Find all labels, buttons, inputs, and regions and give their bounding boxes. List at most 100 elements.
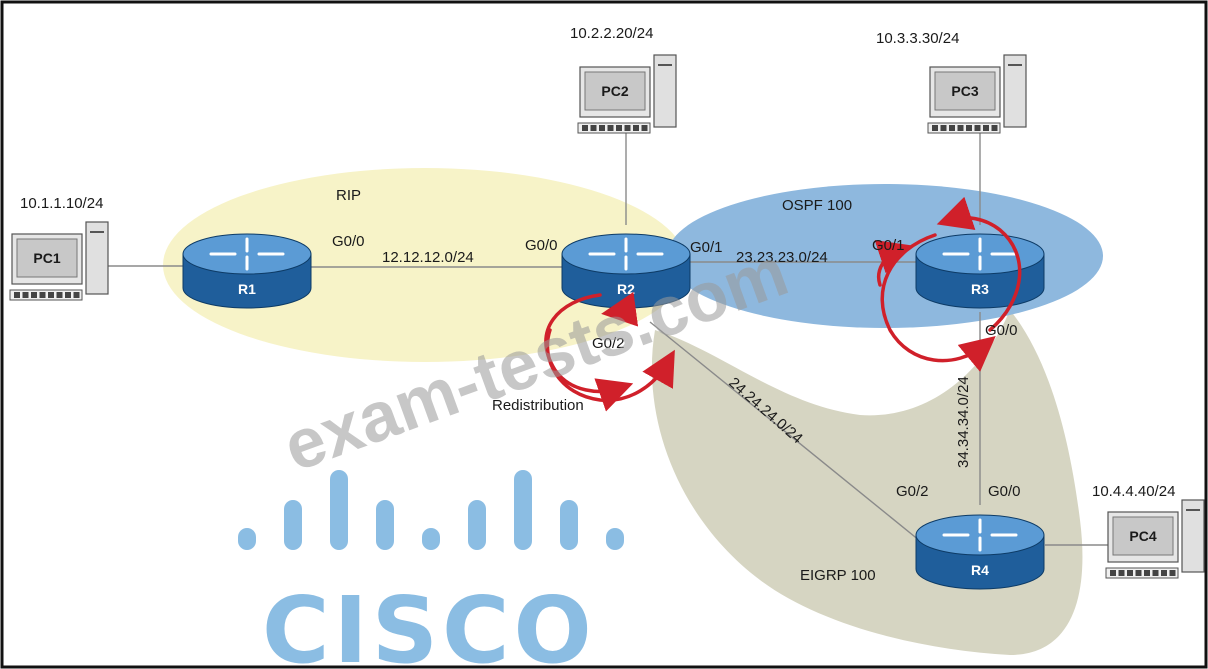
r2-g00-label: G0/0 — [525, 237, 558, 254]
cisco-bar — [376, 500, 394, 550]
pc-key — [65, 292, 71, 298]
pc-key — [641, 125, 648, 131]
link-r2-r4 — [649, 321, 926, 546]
subnet-r2-r3-label: 23.23.23.0/24 — [736, 249, 828, 266]
pc-key — [991, 125, 998, 131]
router-r1: R1 — [182, 233, 312, 309]
subnet-r3-r4-label: 34.34.34.0/24 — [955, 376, 972, 468]
subnet-r1-r2-label: 12.12.12.0/24 — [382, 249, 474, 266]
router-top — [561, 233, 691, 275]
r2-redistribution-arrow-lower — [545, 328, 675, 403]
pc-key — [1152, 570, 1159, 576]
pc-key — [957, 125, 964, 131]
pc-key — [616, 125, 622, 131]
ospf-zone-label: OSPF 100 — [782, 197, 852, 214]
pc-key — [607, 125, 614, 131]
cisco-bar — [238, 528, 256, 550]
router-top — [182, 233, 312, 275]
r3-redistribution-arrow-return — [874, 240, 914, 287]
pc-pc3: PC3 — [927, 54, 1027, 134]
pc-pc4: PC4 — [1105, 499, 1205, 579]
pc-key — [949, 125, 955, 131]
pc-key — [624, 125, 631, 131]
pc-screen — [1112, 516, 1174, 556]
pc-tower-icon — [85, 221, 109, 295]
pc-key — [966, 125, 972, 131]
cisco-bar — [514, 470, 532, 550]
router-arrows-icon — [942, 518, 1018, 552]
router-r3: R3 — [915, 233, 1045, 309]
pc-key — [1144, 570, 1150, 576]
pc-tower-icon — [1003, 54, 1027, 128]
pc3-ip-label: 10.3.3.30/24 — [876, 30, 959, 47]
router-label-r1: R1 — [238, 281, 256, 297]
r4-g02-label: G0/2 — [896, 483, 929, 500]
pc-label-pc3: PC3 — [951, 83, 978, 99]
r2-g02-label: G0/2 — [592, 335, 625, 352]
router-label-r3: R3 — [971, 281, 989, 297]
r2-g01-label: G0/1 — [690, 239, 723, 256]
r3-g00-label: G0/0 — [985, 322, 1018, 339]
cisco-logo: CISCO — [238, 470, 624, 669]
cisco-bar — [560, 500, 578, 550]
pc-key — [1169, 570, 1176, 576]
cisco-bridge-icon — [238, 470, 624, 550]
eigrp-zone-label: EIGRP 100 — [800, 567, 876, 584]
pc-key — [1110, 570, 1116, 576]
router-arrows-icon — [588, 237, 664, 271]
pc-key — [39, 292, 46, 298]
router-arrows-icon — [209, 237, 285, 271]
pc1-ip-label: 10.1.1.10/24 — [20, 195, 103, 212]
pc-key — [983, 125, 989, 131]
pc-screen — [16, 238, 78, 278]
pc-pc2: PC2 — [577, 54, 677, 134]
redistribution-label: Redistribution — [492, 397, 584, 414]
pc-key — [48, 292, 54, 298]
pc-tower-icon — [653, 54, 677, 128]
cisco-bar — [468, 500, 486, 550]
pc-key — [1127, 570, 1133, 576]
cisco-bar — [330, 470, 348, 550]
router-r4: R4 — [915, 514, 1045, 590]
pc-key — [22, 292, 29, 298]
pc-key — [633, 125, 639, 131]
pc-key — [599, 125, 605, 131]
cisco-bar — [606, 528, 624, 550]
pc-tower-icon — [1181, 499, 1205, 573]
redistribution-arrows — [544, 196, 1022, 412]
cisco-bar — [284, 500, 302, 550]
router-label-r4: R4 — [971, 562, 989, 578]
pc-keyboard-icon — [9, 289, 83, 301]
pc-screen — [584, 71, 646, 111]
cisco-wordmark: CISCO — [262, 577, 596, 669]
r1-g00-label: G0/0 — [332, 233, 365, 250]
pc-label-pc2: PC2 — [601, 83, 628, 99]
pc-keyboard-icon — [927, 122, 1001, 134]
pc-label-pc4: PC4 — [1129, 528, 1156, 544]
pc-key — [590, 125, 597, 131]
pc-label-pc1: PC1 — [33, 250, 60, 266]
pc-key — [1118, 570, 1125, 576]
pc-key — [73, 292, 80, 298]
pc-key — [974, 125, 981, 131]
pc2-ip-label: 10.2.2.20/24 — [570, 25, 653, 42]
pc-keyboard-icon — [1105, 567, 1179, 579]
rip-zone-label: RIP — [336, 187, 361, 204]
r4-g00-label: G0/0 — [988, 483, 1021, 500]
router-top — [915, 514, 1045, 556]
pc-key — [14, 292, 20, 298]
pc-key — [932, 125, 938, 131]
r3-g01-label: G0/1 — [872, 237, 905, 254]
cisco-bar — [422, 528, 440, 550]
router-arrows-icon — [942, 237, 1018, 271]
pc-key — [56, 292, 63, 298]
pc-key — [940, 125, 947, 131]
pc-keyboard-icon — [577, 122, 651, 134]
pc-pc1: PC1 — [9, 221, 109, 301]
pc-key — [1135, 570, 1142, 576]
pc-screen — [934, 71, 996, 111]
